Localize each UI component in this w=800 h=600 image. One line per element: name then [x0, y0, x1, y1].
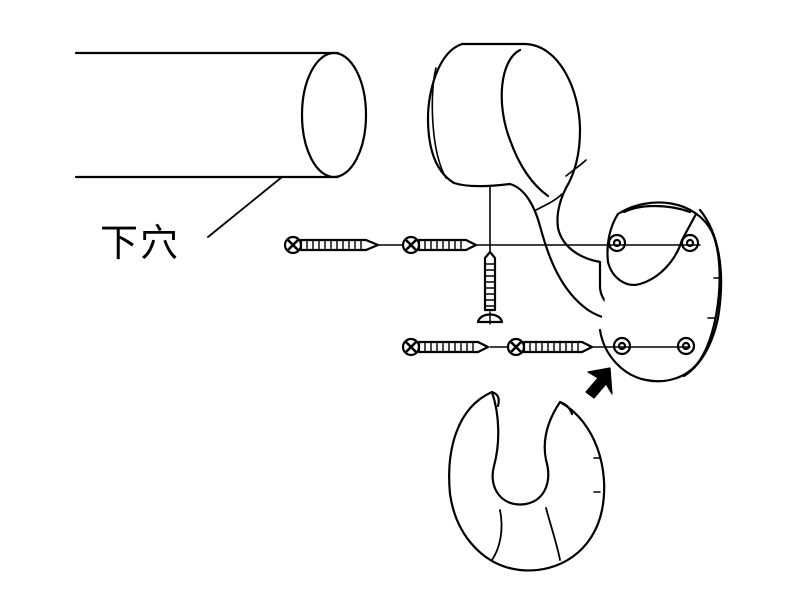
wood-screw-3 — [476, 250, 504, 325]
direction-arrow — [585, 367, 613, 399]
wood-screw-1 — [283, 235, 380, 255]
handrail-pipe — [74, 51, 368, 179]
base-plate — [598, 201, 723, 383]
pilot-hole-label: 下穴 — [100, 221, 181, 265]
cover-cap — [448, 390, 606, 572]
wood-screw-4 — [401, 337, 490, 357]
wood-screw-2 — [401, 235, 478, 255]
pilot-hole-leader — [207, 176, 283, 238]
wood-screw-5 — [506, 337, 594, 357]
